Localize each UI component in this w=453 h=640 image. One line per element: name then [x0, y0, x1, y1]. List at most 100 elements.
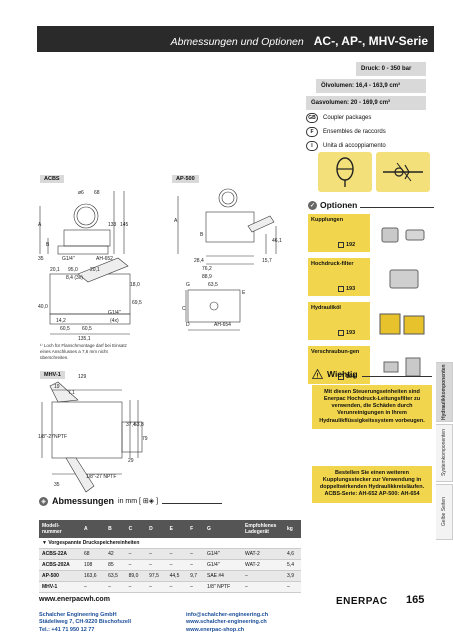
table-cell: –: [146, 548, 167, 560]
table-cell: WAT-2: [242, 559, 285, 571]
header-title: AC-, AP-, MHV-Serie: [313, 34, 428, 48]
dim-label: 20,1: [50, 267, 60, 273]
dimensions-heading: ◈ Abmessungen in mm [ ⊞◈ ]: [39, 496, 223, 506]
email-link[interactable]: info@schalcher-engineering.ch: [186, 612, 269, 618]
table-cell: 68: [81, 548, 106, 560]
dim-label: 1/8"-27 NPTF: [86, 474, 116, 480]
option-page-ref[interactable]: 194: [338, 374, 355, 380]
table-header: kg: [284, 520, 301, 538]
spec-pressure: Druck: 0 - 350 bar: [356, 62, 426, 76]
side-tabs: Hydraulikkomponenten Systemkomponenten G…: [436, 0, 453, 640]
enerpac-logo: ENERPAC: [336, 596, 388, 607]
dimensions-table: Modell-nummer A B C D E F G Empfohlenes …: [39, 520, 301, 593]
tab-systemkomponenten[interactable]: Systemkomponenten: [436, 424, 453, 482]
table-cell: ACBS-202A: [39, 559, 81, 571]
tab-gelbe-seiten[interactable]: Gelbe Seiten: [436, 484, 453, 540]
table-cell: 4,6: [284, 548, 301, 560]
dim-label: 88,9: [202, 274, 212, 280]
table-cell: –: [146, 581, 167, 593]
dim-label: 145: [120, 222, 129, 228]
warning-icon: !: [312, 369, 323, 379]
table-cell: –: [125, 581, 147, 593]
dim-label: E: [242, 290, 246, 296]
language-code: I: [306, 141, 318, 151]
table-group-row: ▼ Vorgespannte Druckspeichereinheiten: [39, 538, 301, 549]
order-note: Bestellen Sie einen weiteren Kupplungsst…: [312, 466, 432, 503]
language-row: I Unita di accoppiamento: [306, 140, 386, 152]
option-item[interactable]: Hydrauliköl 193: [308, 302, 434, 343]
options-heading: ✓ Optionen: [308, 200, 434, 210]
dim-label: 28,4: [194, 258, 204, 264]
page-ref-icon: [338, 242, 344, 248]
dim-label: A: [174, 218, 178, 224]
option-item[interactable]: Kupplungen 192: [308, 214, 434, 255]
drawing-title-acbs: ACBS: [40, 175, 64, 183]
table-group-label: ▼ Vorgespannte Druckspeichereinheiten: [39, 538, 301, 549]
dim-label: 135,1: [78, 336, 91, 342]
table-cell: G1/4": [204, 559, 243, 571]
shop-link[interactable]: www.enerpac-shop.ch: [186, 626, 245, 633]
dim-label: 69,5: [132, 300, 142, 306]
oil-can-icon: [379, 313, 425, 335]
table-cell: 1/8" NPTF: [204, 581, 243, 593]
warning-panel: ! Wichtig Mit diesen Steuerungseinheiten…: [312, 369, 432, 429]
option-page-ref[interactable]: 192: [338, 242, 355, 248]
dimensions-title: Abmessungen: [52, 496, 115, 506]
website-link[interactable]: www.schalcher-engineering.ch: [186, 619, 267, 626]
table-cell: 44,5: [166, 570, 188, 582]
language-text: Coupler packages: [323, 115, 372, 121]
table-row: AP-500 163,6 63,5 89,0 97,5 44,5 9,7 SAE…: [39, 570, 301, 582]
divider: [361, 375, 432, 377]
table-cell: –: [125, 548, 147, 560]
divider: [162, 503, 223, 504]
table-cell: –: [146, 559, 167, 571]
dim-label: 35: [54, 482, 60, 488]
flange-note: ¹⁾ Loch für Flanschmontage darf bei Eins…: [40, 343, 127, 360]
option-page: 194: [346, 374, 356, 380]
spec-oil-volume: Ölvolumen: 16,4 - 163,9 cm³: [316, 79, 426, 93]
dim-label: 60,5: [82, 326, 92, 332]
table-cell: –: [187, 548, 204, 560]
table-header: D: [146, 520, 167, 538]
dim-label: G: [186, 282, 190, 288]
coupler-icon: [381, 227, 425, 243]
table-header: A: [81, 520, 106, 538]
table-cell: –: [166, 548, 188, 560]
language-text: Ensembles de raccords: [323, 129, 386, 135]
language-row: F Ensembles de raccords: [306, 126, 386, 138]
specs-panel: Druck: 0 - 350 bar Ölvolumen: 16,4 - 163…: [296, 62, 426, 113]
dim-label: G1/4": [62, 256, 75, 262]
dim-label: 19: [54, 384, 60, 390]
option-page: 193: [346, 330, 356, 336]
table-cell: –: [187, 559, 204, 571]
warning-text: Mit diesen Steuerungseinheiten sind Ener…: [312, 385, 432, 429]
fitting-icon: [383, 357, 421, 377]
table-cell: WAT-2: [242, 548, 285, 560]
hydraulic-symbols: [318, 152, 430, 192]
divider: [360, 206, 434, 208]
option-page-ref[interactable]: 193: [338, 286, 355, 292]
table-cell: 97,5: [146, 570, 167, 582]
dim-label: 35: [38, 256, 44, 262]
tab-hydraulikkomponenten[interactable]: Hydraulikkomponenten: [436, 362, 453, 422]
website-link[interactable]: www.enerpacwh.com: [39, 596, 110, 603]
page-ref-icon: [338, 374, 344, 380]
dim-label: 76,2: [202, 266, 212, 272]
table-row: ACBS-202A 108 85 – – – – G1/4" WAT-2 5,4: [39, 559, 301, 571]
dim-label: ø6: [78, 190, 84, 196]
technical-drawings: ø6 68 A B 133 145 35 G1/4" AH-652 20,1 9…: [38, 188, 282, 493]
page-ref-icon: [338, 330, 344, 336]
option-page-ref[interactable]: 193: [338, 330, 355, 336]
dim-label: AH-652: [96, 256, 113, 262]
dim-label: 18,0: [130, 282, 140, 288]
table-header: G: [204, 520, 243, 538]
table-header: C: [125, 520, 147, 538]
dim-label: 29: [128, 458, 134, 464]
table-cell: 9,7: [187, 570, 204, 582]
language-code: GB: [306, 113, 318, 123]
dim-label: 7,1: [68, 390, 75, 396]
table-cell: –: [187, 581, 204, 593]
page-number: 165: [406, 594, 425, 606]
dim-label: B: [200, 232, 204, 238]
option-item[interactable]: Hochdruck-filter 193: [308, 258, 434, 299]
